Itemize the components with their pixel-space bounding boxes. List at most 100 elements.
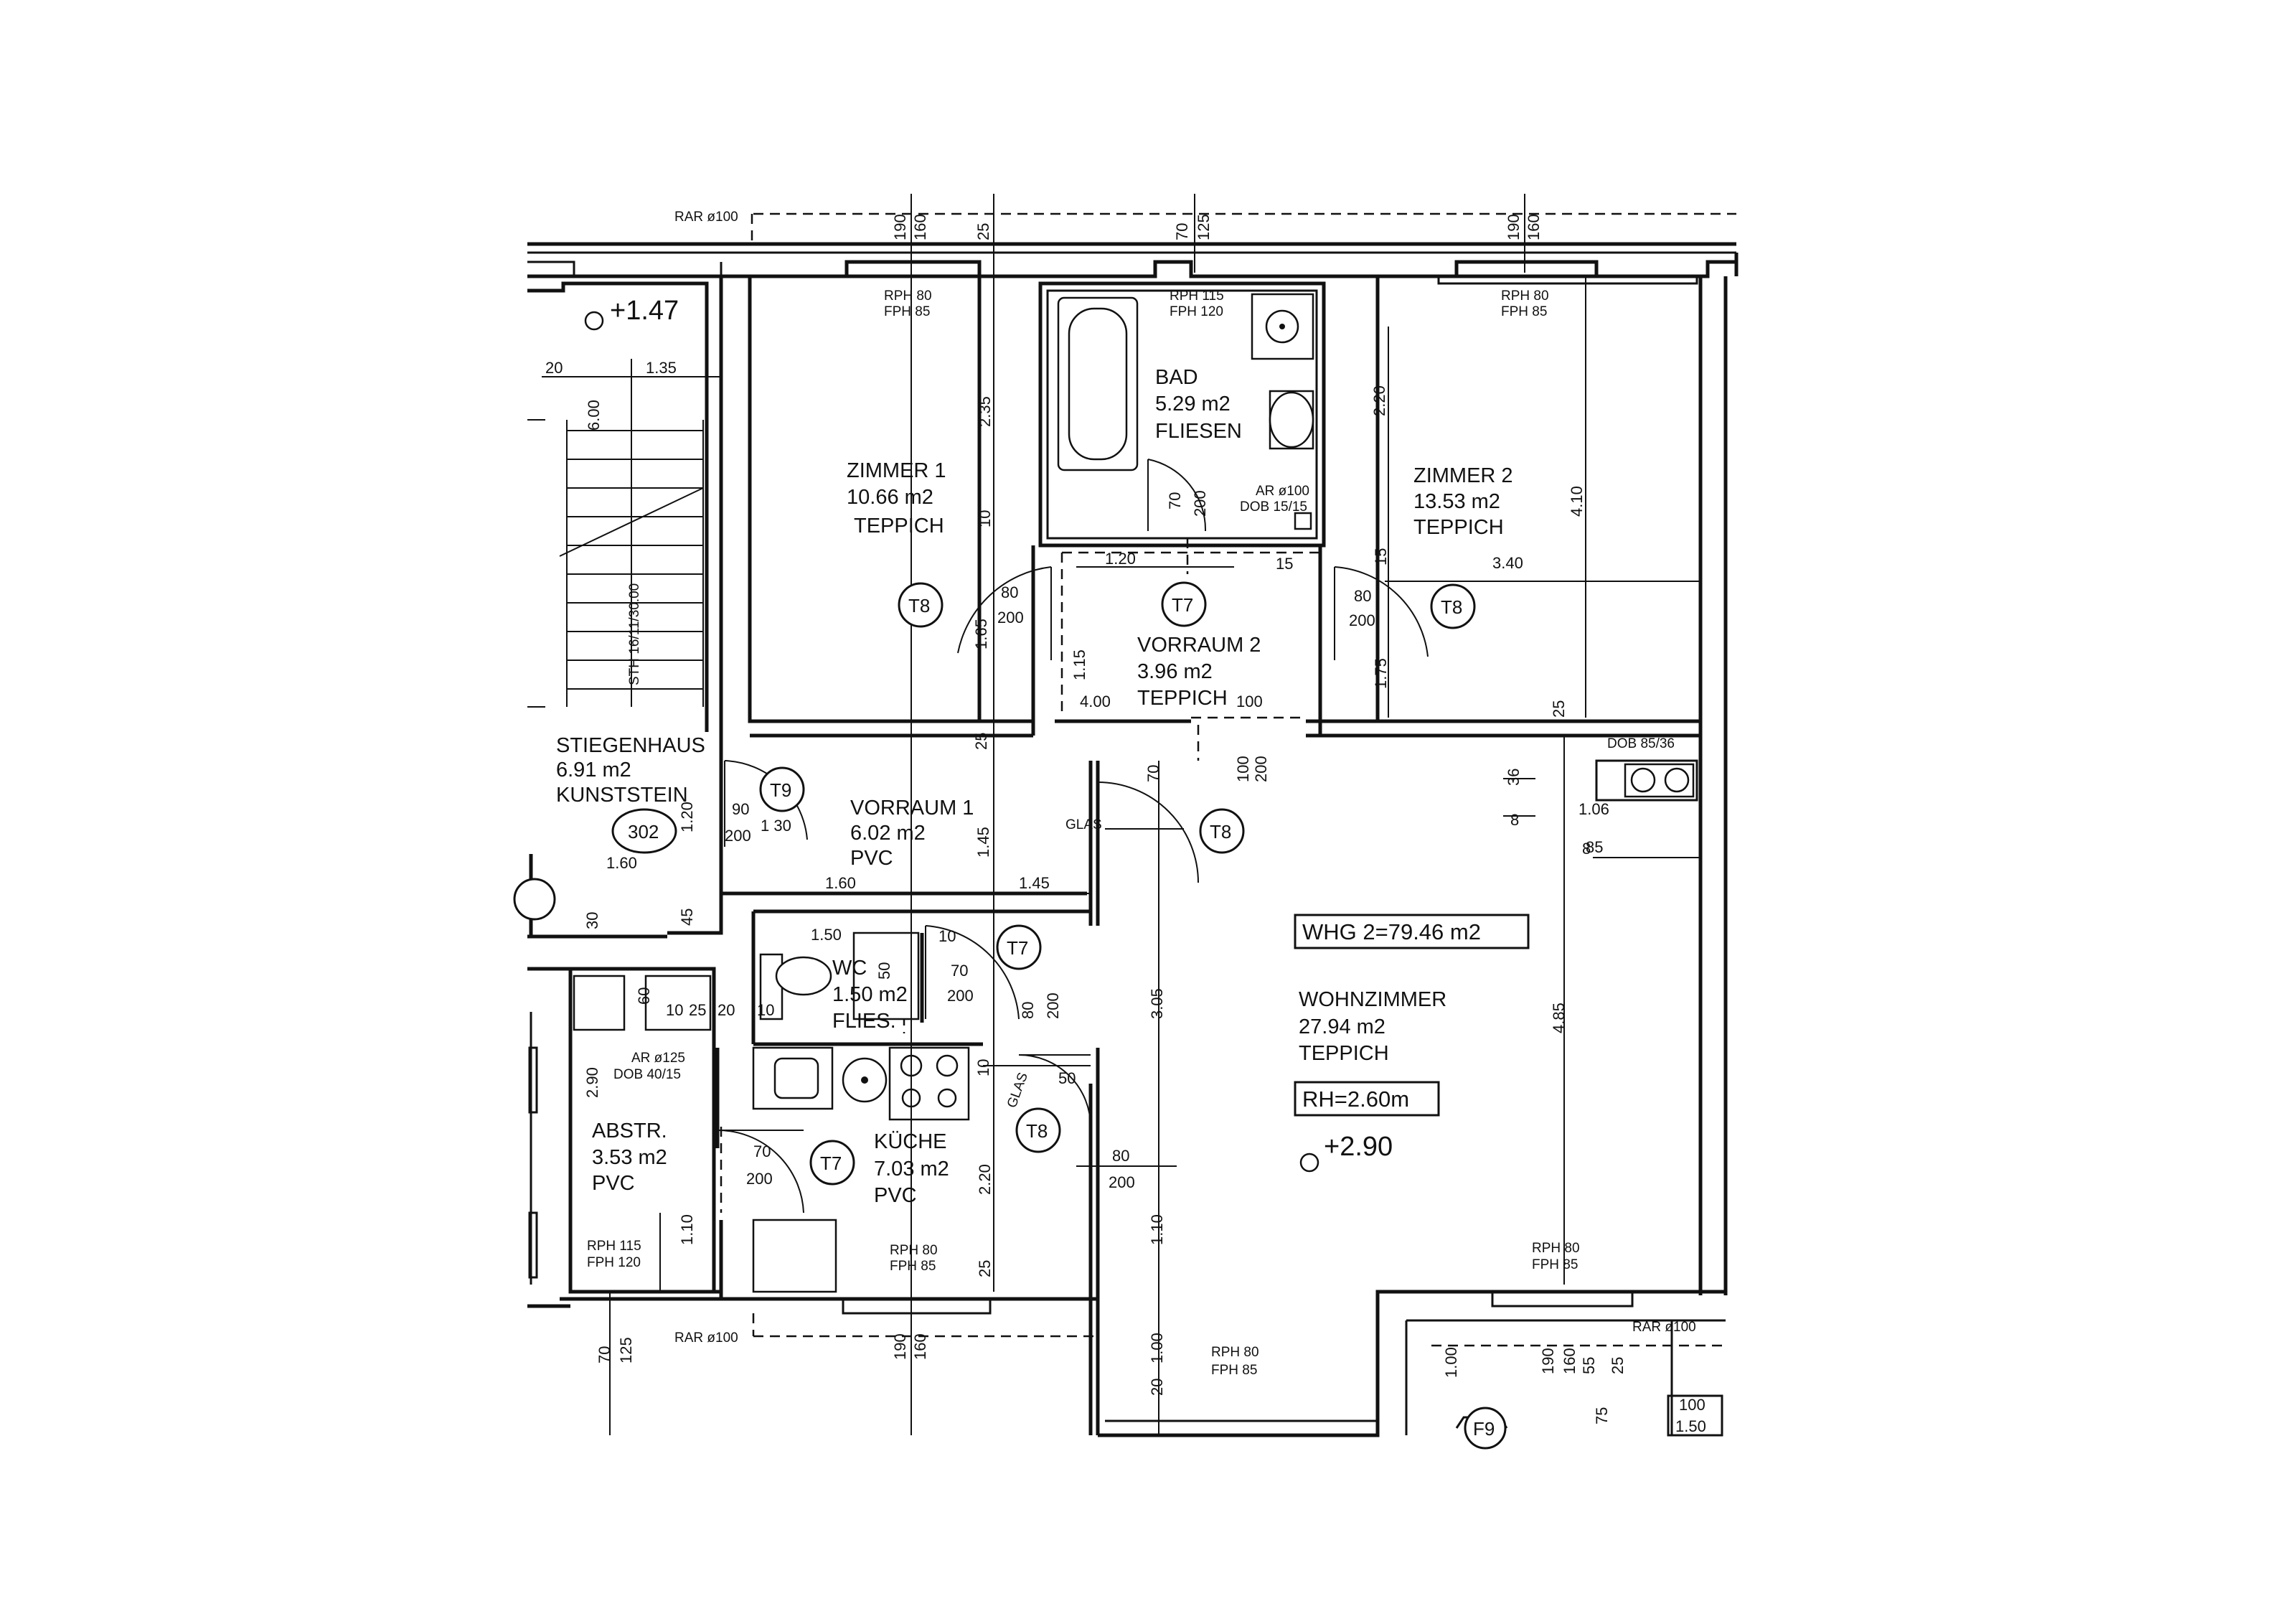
dim-30: 30 [583,912,601,929]
dim-200-stair: 200 [725,827,751,845]
dim-20-bottom: 20 [1148,1379,1166,1396]
door-tag-t7-abstr: T7 [820,1153,842,1174]
note-rph-bottom: RPH 80 [1211,1345,1259,1360]
elevation-floor: +2.90 [1324,1132,1393,1162]
dim-200-vorraum: 200 [1252,756,1270,782]
wc-area: 1.50 m2 [832,983,908,1006]
dim-100: 100 [1236,693,1263,710]
note-rar-top: RAR ø100 [674,210,738,225]
zimmer1-area: 10.66 m2 [847,486,933,509]
stiegenhaus-area: 6.91 m2 [556,759,631,782]
dim-160-bottom-right: 160 [1561,1348,1578,1374]
dim-70-top: 70 [1173,223,1191,240]
dim-1-00: 1.00 [1148,1333,1166,1363]
room-abstr: ABSTR. 3.53 m2 PVC [592,1120,667,1195]
dim-10-wc-wall: 10 [757,1001,774,1019]
zimmer1-floor: TEPPICH [854,515,944,538]
abstr-area: 3.53 m2 [592,1146,667,1169]
door-tag-t8-zimmer2: T8 [1441,596,1462,618]
dim-8: 8 [1582,840,1591,858]
dim-3-40: 3.40 [1492,554,1523,572]
zimmer2-name: ZIMMER 2 [1413,464,1513,487]
dim-20-shelf: 20 [718,1001,735,1019]
dim-45: 45 [678,909,696,926]
dim-85: 85 [1586,838,1603,856]
dim-1-45: 1.45 [1019,874,1050,892]
note-rph-abstr: RPH 115 [587,1239,641,1254]
dim-1-20: 1.20 [1105,550,1136,568]
note-ar-abstr: AR ø125 [631,1051,685,1066]
vorraum2-name: VORRAUM 2 [1137,634,1261,657]
dim-200-glas: 200 [1044,992,1062,1019]
dim-1-20-stair: 1.20 [678,802,696,832]
dim-190-top-left: 190 [891,214,909,240]
dim-1-10-abstr: 1.10 [678,1214,696,1245]
dim-70-bad: 70 [1166,492,1184,510]
vorraum2-floor: TEPPICH [1137,687,1228,710]
dim-75: 75 [1593,1407,1611,1424]
dim-200-bad: 200 [1191,490,1209,517]
dim-200-abstr: 200 [746,1170,773,1188]
bad-name: BAD [1155,366,1198,389]
elevations: +1.47 +2.90 [610,296,1393,1162]
dim-70-abstr: 70 [753,1142,771,1160]
dim-2-35: 2.35 [976,396,994,427]
note-fph-bad: FPH 120 [1170,304,1223,319]
door-tag-t8-zimmer1: T8 [908,595,930,616]
dim-80-zimmer2: 80 [1354,587,1371,605]
kueche-name: KÜCHE [874,1130,947,1153]
dim-80-glas: 80 [1019,1002,1037,1019]
note-rph-kueche: RPH 80 [890,1243,938,1258]
dim-1-60: 1.60 [825,874,856,892]
elevation-stair: +1.47 [610,296,679,326]
dim-1-00-right: 1.00 [1442,1347,1460,1378]
dim-50-wc: 50 [875,962,893,980]
note-rar-right: RAR ø100 [1632,1320,1696,1335]
dim-20: 20 [545,359,563,377]
dim-160-top-left: 160 [911,214,929,240]
dim-25-kueche: 25 [976,1260,994,1277]
note-fph-wohnzimmer: FPH 85 [1532,1257,1578,1272]
window-tag-f9: F9 [1473,1418,1495,1440]
dim-190-top-right: 190 [1505,214,1523,240]
dim-25-zimmer2: 25 [1550,700,1568,718]
wohnzimmer-area: 27.94 m2 [1299,1015,1385,1038]
dim-25-top: 25 [974,223,992,240]
dim-15: 15 [1276,555,1293,573]
dim-1-10: 1.10 [1148,1214,1166,1245]
dim-1-75: 1.75 [1372,658,1390,689]
note-rar-bottom: RAR ø100 [674,1330,738,1346]
room-zimmer-1: ZIMMER 1 10.66 m2 TEPPICH [847,459,946,538]
dim-160-top-right: 160 [1525,214,1543,240]
apartment-total: WHG 2=79.46 m2 [1302,919,1481,944]
dim-160-bottom: 160 [911,1333,929,1360]
kueche-area: 7.03 m2 [874,1158,949,1181]
dim-70-bottom-left: 70 [596,1346,613,1363]
dim-200-wc: 200 [947,987,974,1005]
note-rph-zimmer1: RPH 80 [884,288,932,304]
note-fph-kueche: FPH 85 [890,1259,936,1274]
wc-name: WC [832,957,867,980]
dim-6-00: 6.00 [585,400,603,431]
door-tags: T8 T7 T8 T9 T8 T7 T8 T7 F9 GLAS GLAS [513,581,1507,1450]
dim-80-zimmer1: 80 [1001,583,1018,601]
dim-2-90: 2.90 [583,1067,601,1098]
vorraum2-area: 3.96 m2 [1137,660,1213,683]
door-tag-t8-wohnzimmer: T8 [1210,821,1231,842]
room-vorraum-2: VORRAUM 2 3.96 m2 TEPPICH [1137,634,1261,710]
dim-1-06: 1.06 [1578,800,1609,818]
vorraum1-area: 6.02 m2 [850,822,926,845]
note-fph-zimmer1: FPH 85 [884,304,930,319]
note-rph-wohnzimmer: RPH 80 [1532,1241,1580,1256]
note-ar-bad: AR ø100 [1256,484,1309,499]
door-tag-t7-wc: T7 [1007,937,1028,959]
dim-36: 36 [1505,769,1523,786]
dim-4-85: 4.85 [1550,1003,1568,1033]
dim-70-wc: 70 [951,962,968,980]
note-dob-bad: DOB 15/15 [1240,499,1307,515]
kueche-floor: PVC [874,1184,917,1207]
technical-notes: RAR ø100 RAR ø100 RAR ø100 RPH 80 FPH 85… [587,210,1696,1378]
door-tag-t7-vorraum2: T7 [1172,594,1193,616]
dim-55: 55 [1580,1357,1598,1374]
